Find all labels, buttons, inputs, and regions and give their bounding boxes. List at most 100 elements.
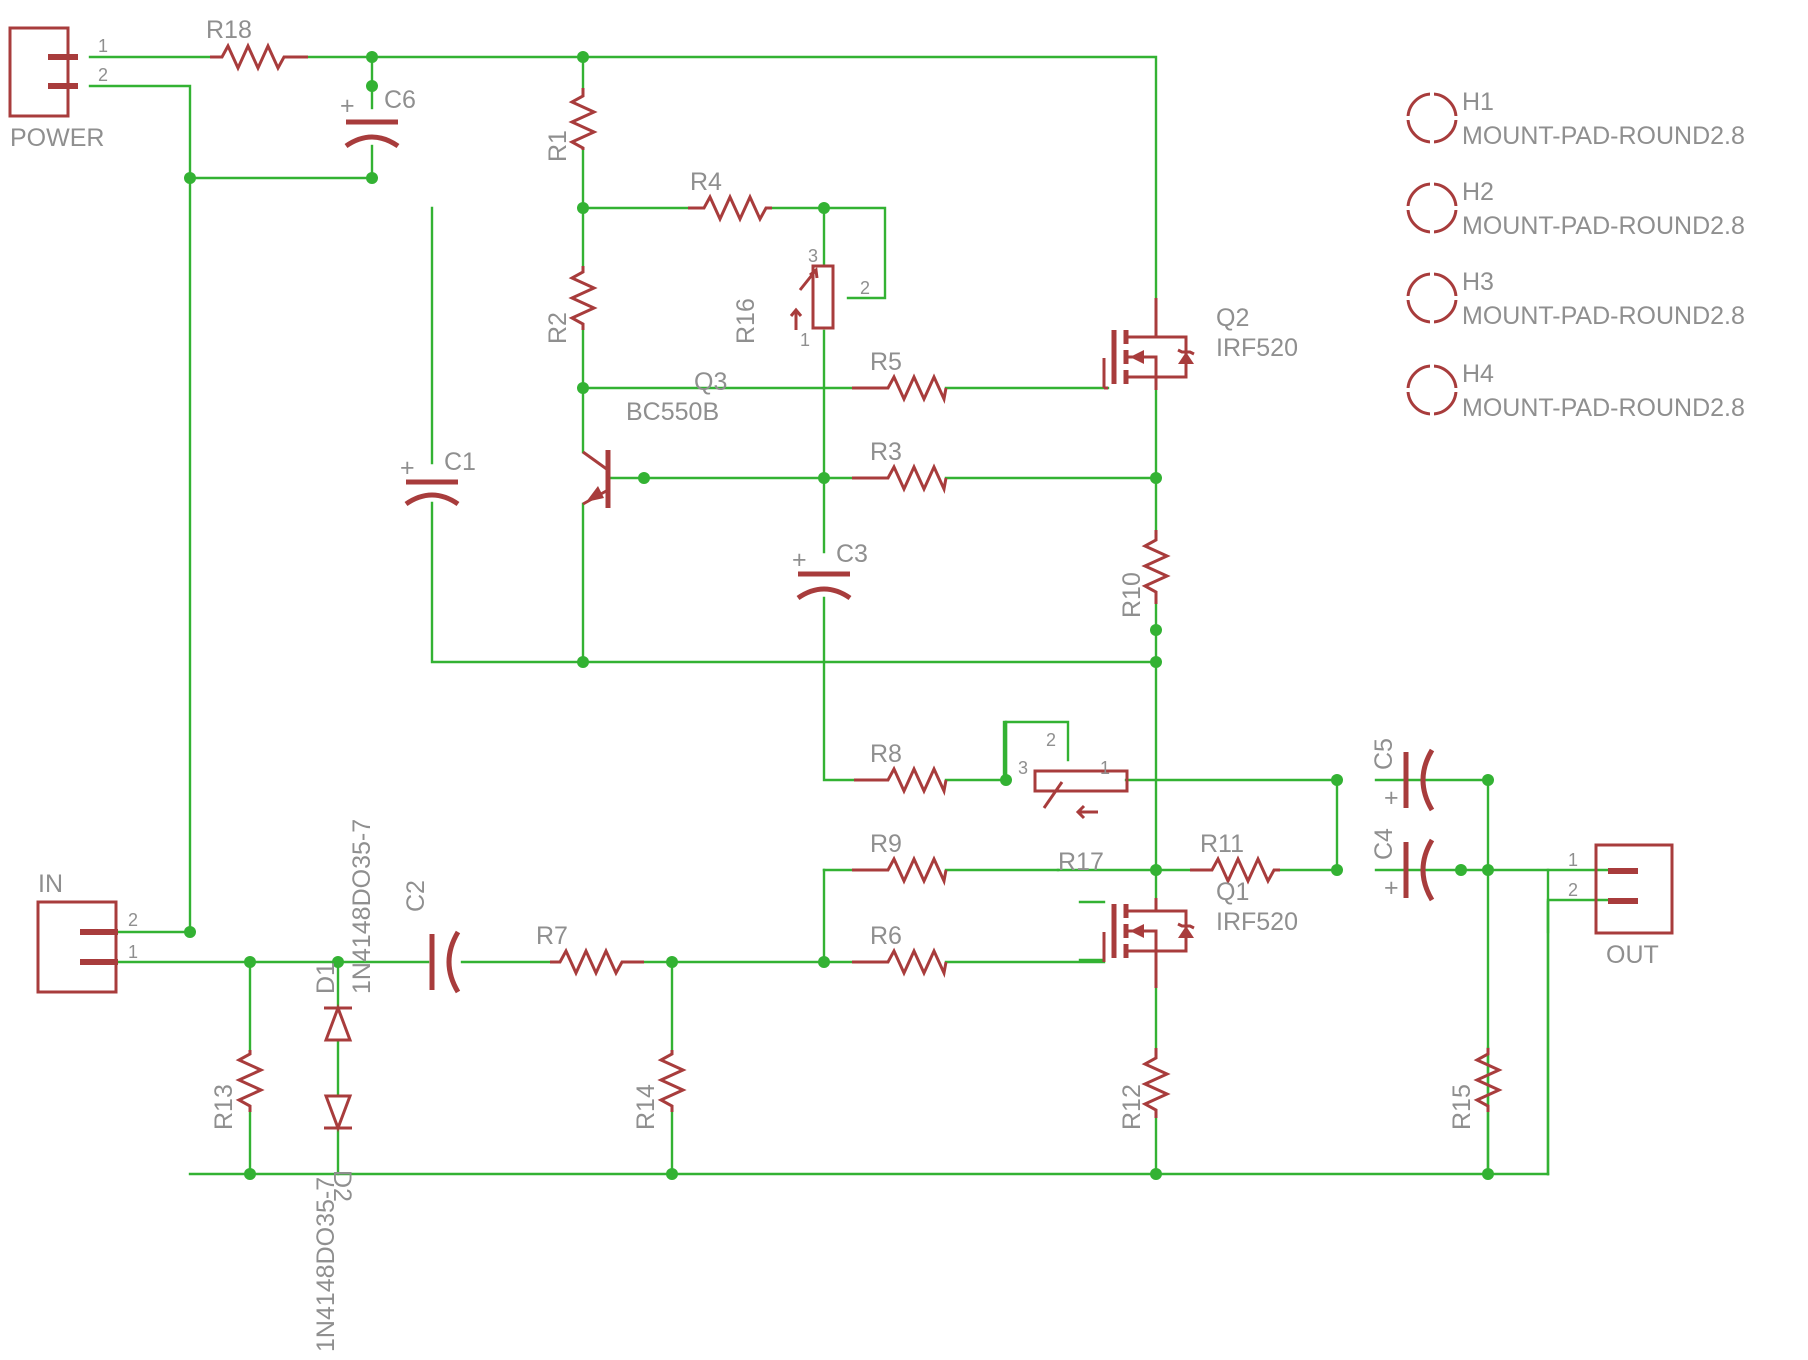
c5-label: C5	[1370, 738, 1398, 770]
c5-polarity: +	[1384, 784, 1399, 812]
c3-polarity: +	[792, 546, 807, 574]
c4-polarity: +	[1384, 874, 1399, 902]
r17-label: R17	[1058, 848, 1104, 876]
h2-label: H2	[1462, 178, 1494, 206]
resistor-r13: R13	[210, 1050, 265, 1130]
q2-value: IRF520	[1216, 334, 1298, 362]
trimmer-r17: 3 2 1 R17	[1002, 720, 1129, 876]
diode-d2: D2 1N4148DO35-7	[312, 1094, 356, 1352]
resistor-r18: R18	[206, 16, 308, 72]
c6-label: C6	[384, 86, 416, 114]
c4-label: C4	[1370, 828, 1398, 860]
out-pin2-label: 2	[1568, 880, 1578, 900]
capacitor-c5: + C5	[1370, 738, 1435, 812]
r16-pin1-label: 1	[800, 330, 810, 350]
in-pin1-label: 1	[128, 942, 138, 962]
r9-label: R9	[870, 830, 902, 858]
h4-label: H4	[1462, 360, 1494, 388]
wires	[88, 55, 1610, 1176]
r13-label: R13	[210, 1084, 238, 1130]
h4-value: MOUNT-PAD-ROUND2.8	[1462, 394, 1745, 422]
resistor-r5: R5	[852, 348, 948, 404]
r8-label: R8	[870, 740, 902, 768]
c1-polarity: +	[400, 454, 415, 482]
connector-power: 1 2 POWER	[8, 26, 108, 152]
mount-pad-h3: H3 MOUNT-PAD-ROUND2.8	[1406, 268, 1745, 330]
q1-value: IRF520	[1216, 908, 1298, 936]
r11-label: R11	[1200, 830, 1244, 858]
resistor-r3: R3	[852, 438, 948, 494]
c6-polarity: +	[340, 92, 355, 120]
junctions	[184, 51, 1494, 1180]
r6-label: R6	[870, 922, 902, 950]
resistor-r11: R11	[1190, 830, 1280, 885]
out-pin1-label: 1	[1568, 850, 1578, 870]
capacitor-c3: + C3	[792, 540, 868, 601]
h2-value: MOUNT-PAD-ROUND2.8	[1462, 212, 1745, 240]
r5-label: R5	[870, 348, 902, 376]
r12-label: R12	[1118, 1084, 1146, 1130]
resistor-r7: R7	[536, 922, 644, 977]
r17-pin2-label: 2	[1046, 730, 1056, 750]
r16-label: R16	[732, 298, 760, 344]
d2-value: 1N4148DO35-7	[312, 1177, 340, 1352]
r4-label: R4	[690, 168, 722, 196]
h3-label: H3	[1462, 268, 1494, 296]
c3-label: C3	[836, 540, 868, 568]
c1-label: C1	[444, 448, 476, 476]
r16-pin2-label: 2	[860, 278, 870, 298]
resistor-r9: R9	[852, 830, 948, 886]
q3-value: BC550B	[626, 398, 719, 426]
h3-value: MOUNT-PAD-ROUND2.8	[1462, 302, 1745, 330]
resistor-r1: R1	[544, 88, 598, 162]
r18-label: R18	[206, 16, 252, 44]
h1-value: MOUNT-PAD-ROUND2.8	[1462, 122, 1745, 150]
r3-label: R3	[870, 438, 902, 466]
q1-label: Q1	[1216, 878, 1249, 906]
r2-label: R2	[544, 312, 572, 344]
transistor-q3: Q3 BC550B	[582, 368, 727, 508]
mount-pad-h2: H2 MOUNT-PAD-ROUND2.8	[1406, 178, 1745, 240]
diode-d1: D1 1N4148DO35-7	[312, 819, 376, 1042]
resistor-r4: R4	[688, 168, 772, 223]
c2-label: C2	[402, 880, 430, 912]
q3-label: Q3	[694, 368, 727, 396]
resistor-r12: R12	[1118, 1048, 1171, 1130]
resistor-r2: R2	[544, 266, 598, 344]
r10-label: R10	[1118, 572, 1146, 618]
r14-label: R14	[632, 1084, 660, 1130]
trimmer-r16: 3 2 1 R16	[732, 246, 870, 350]
r7-label: R7	[536, 922, 568, 950]
r17-pin1-label: 1	[1100, 758, 1110, 778]
d1-label: D1	[312, 962, 340, 994]
mount-pad-h1: H1 MOUNT-PAD-ROUND2.8	[1406, 88, 1745, 150]
resistor-r15: R15	[1448, 1048, 1503, 1130]
capacitor-c4: + C4	[1370, 828, 1435, 902]
power-label: POWER	[10, 124, 104, 152]
power-pin2-label: 2	[98, 65, 108, 85]
mosfet-q2: Q2 IRF520	[1102, 298, 1298, 390]
capacitor-c1: + C1	[400, 448, 476, 507]
capacitor-c2: C2	[402, 880, 461, 994]
d1-value: 1N4148DO35-7	[348, 819, 376, 994]
resistor-r10: R10	[1118, 530, 1171, 618]
h1-label: H1	[1462, 88, 1494, 116]
d2-label: D2	[328, 1170, 356, 1202]
r15-label: R15	[1448, 1084, 1476, 1130]
in-label: IN	[38, 870, 63, 898]
r17-pin3-label: 3	[1018, 758, 1028, 778]
out-label: OUT	[1606, 941, 1659, 969]
mosfet-q1: Q1 IRF520	[1102, 878, 1298, 988]
resistor-r8: R8	[854, 740, 948, 796]
mount-pad-h4: H4 MOUNT-PAD-ROUND2.8	[1406, 360, 1745, 422]
r1-label: R1	[544, 130, 572, 162]
power-pin1-label: 1	[98, 36, 108, 56]
connector-in: 2 1 IN	[36, 870, 138, 994]
capacitor-c6: + C6	[340, 86, 416, 149]
resistor-r6: R6	[852, 922, 948, 978]
resistor-r14: R14	[632, 1050, 687, 1130]
q2-label: Q2	[1216, 304, 1249, 332]
in-pin2-label: 2	[128, 910, 138, 930]
connector-out: 1 2 OUT	[1568, 843, 1674, 969]
